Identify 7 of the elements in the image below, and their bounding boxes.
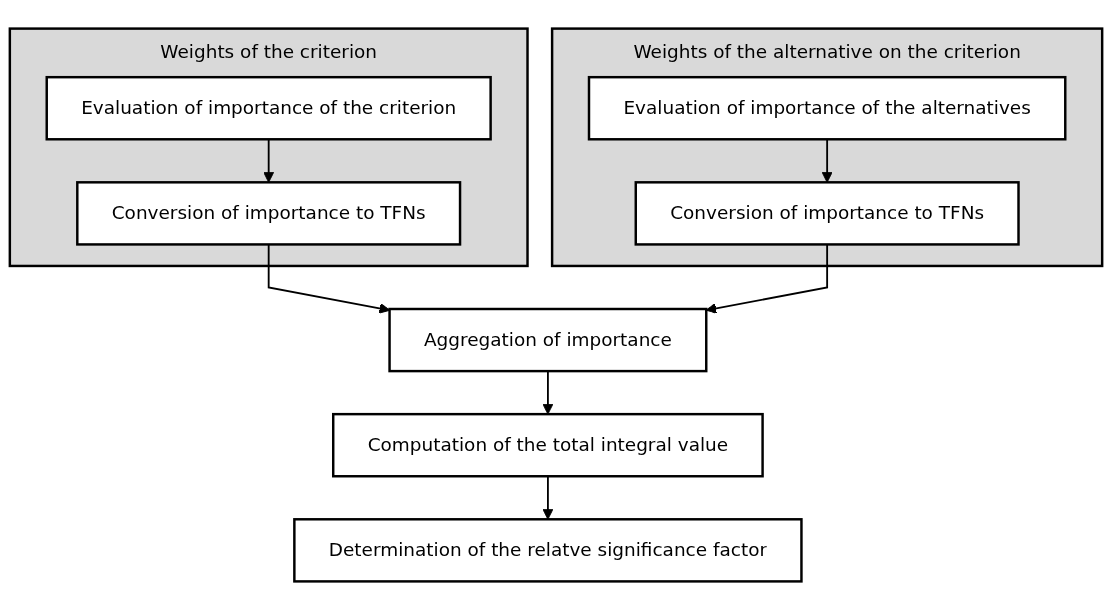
- node-box: Determination of the relatve significance factor: [293, 518, 803, 583]
- node-box: Evaluation of importance of the criterion: [45, 75, 492, 141]
- node-box: Conversion of importance to TFNs: [634, 181, 1020, 246]
- node-box: Computation of the total integral value: [332, 412, 764, 478]
- node-box: Aggregation of importance: [388, 307, 708, 373]
- node-box: Conversion of importance to TFNs: [76, 181, 462, 246]
- node-box: Evaluation of importance of the alternatives: [587, 75, 1067, 141]
